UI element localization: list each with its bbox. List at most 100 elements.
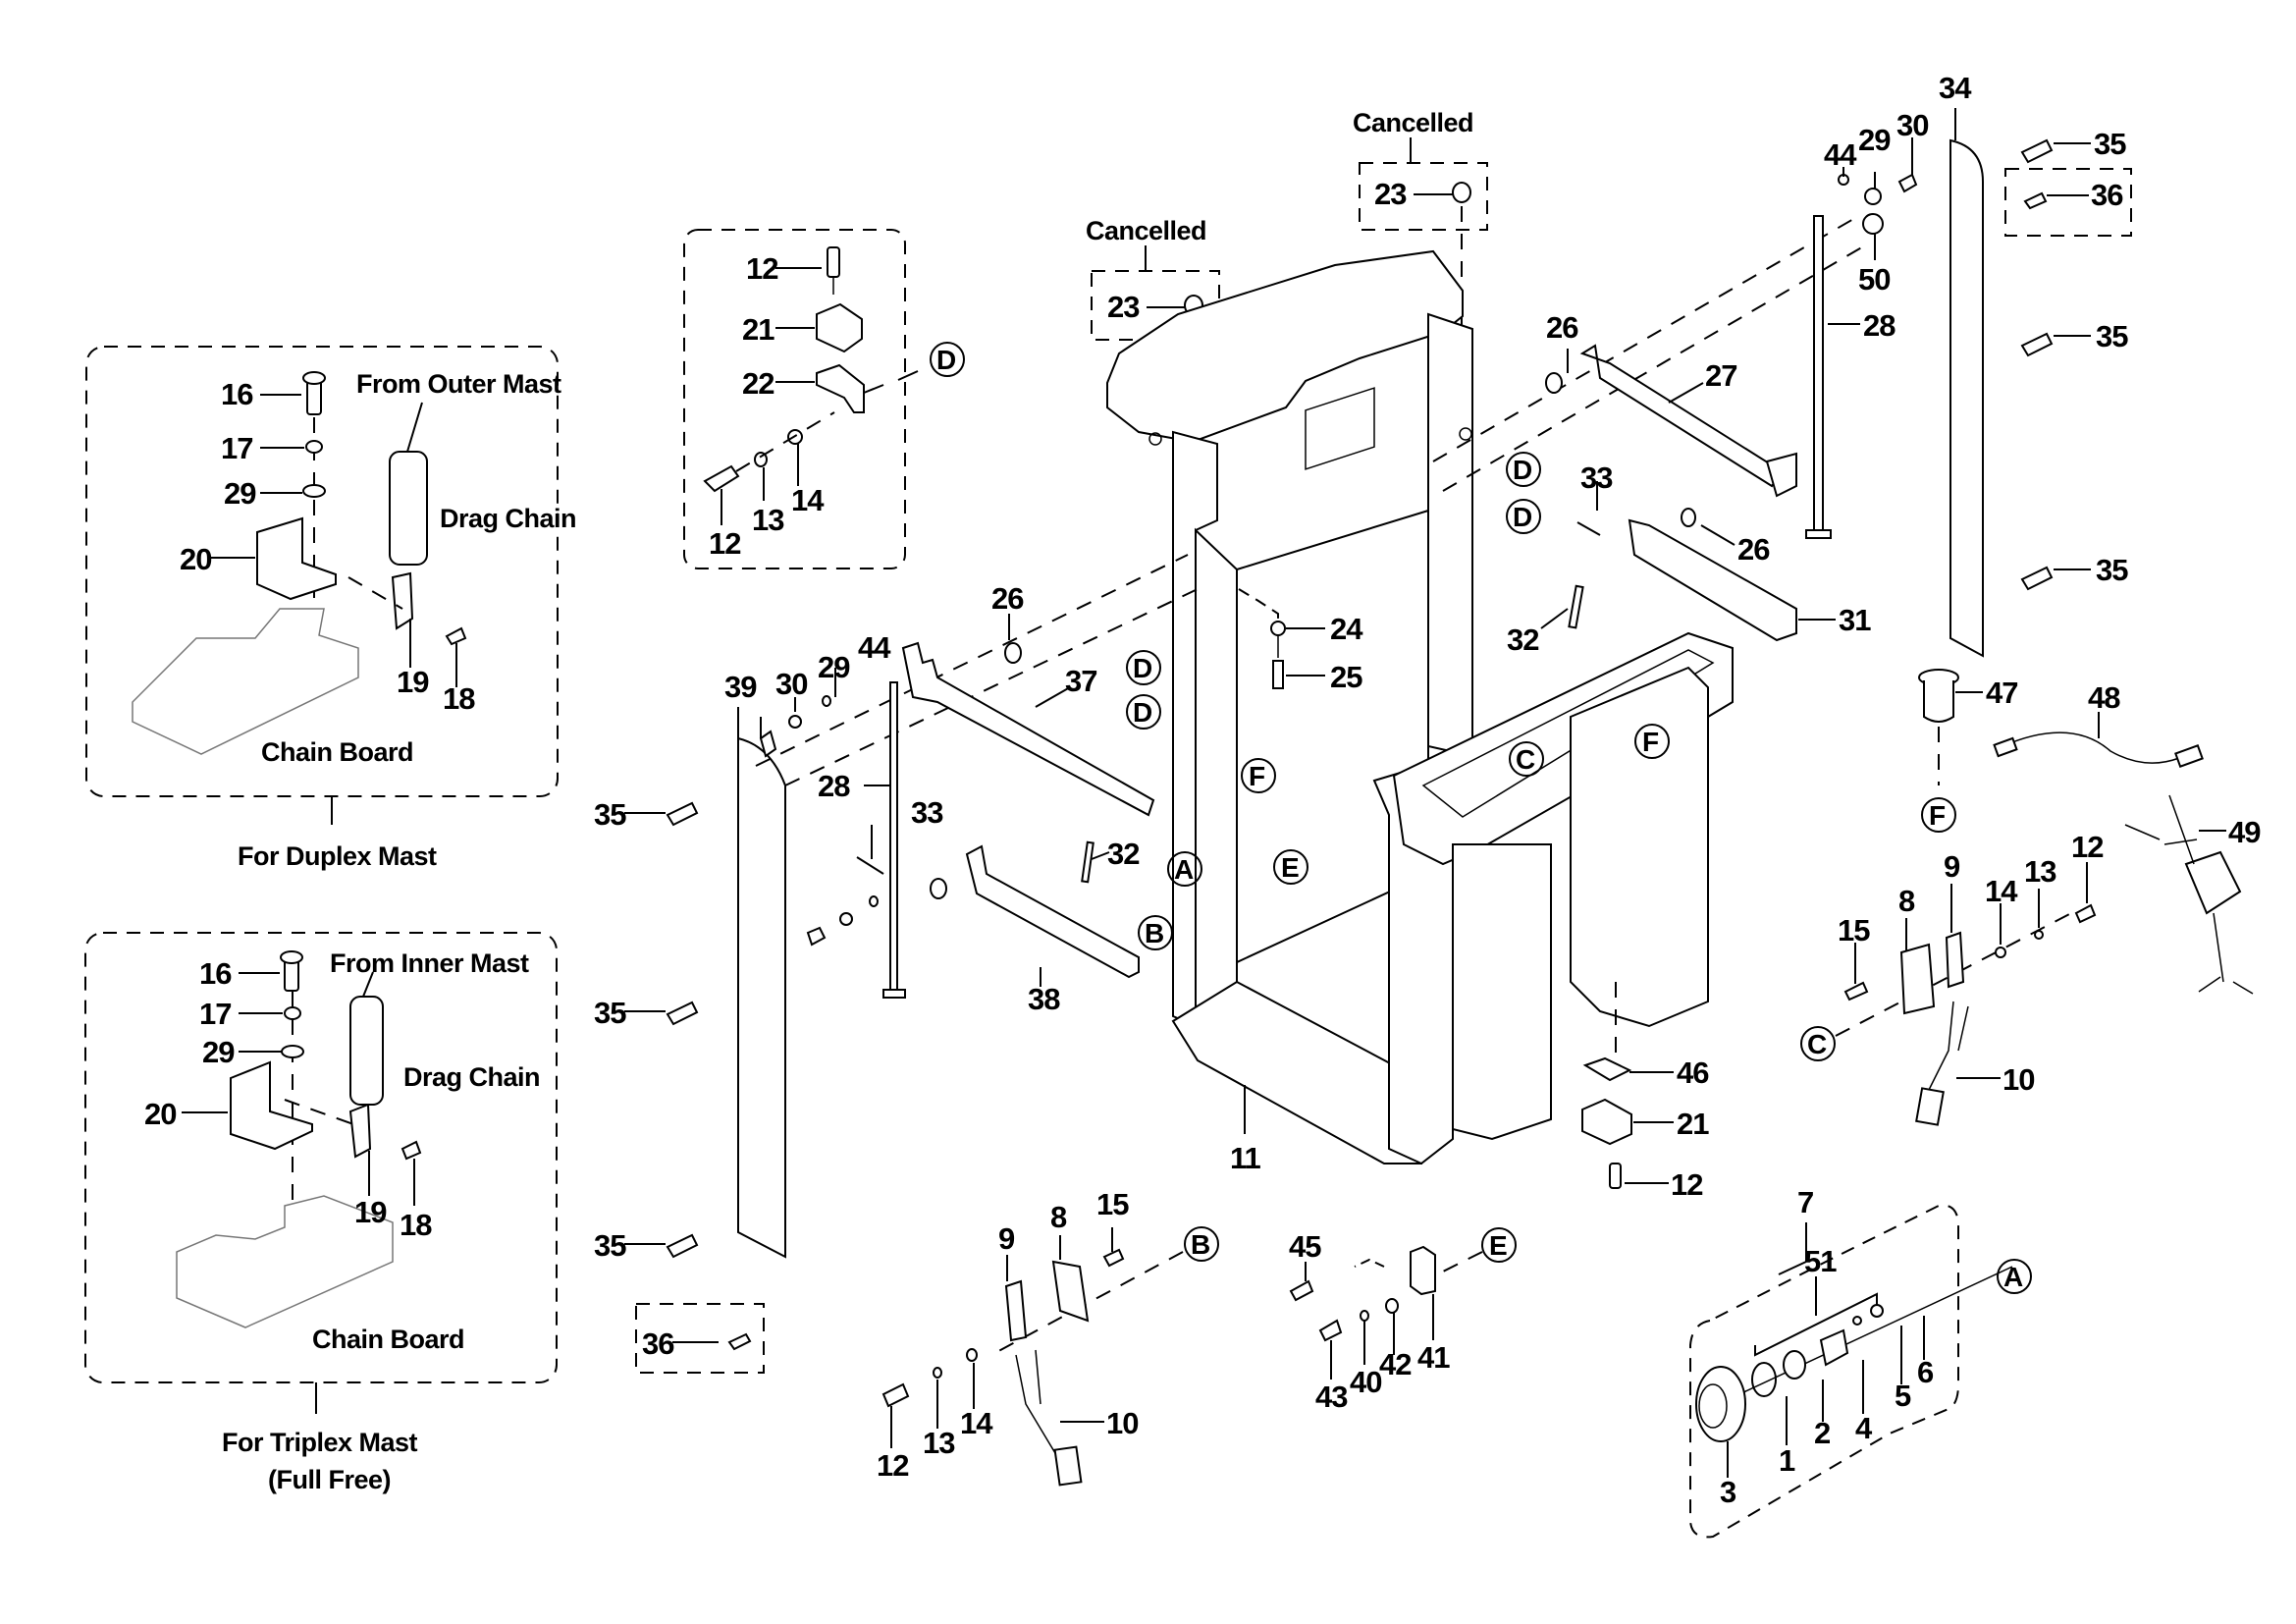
callout-35: 35 — [594, 996, 626, 1030]
callout-39: 39 — [724, 670, 757, 704]
frame-base — [1171, 980, 1422, 1164]
chain-board-label: Chain Board — [261, 737, 413, 767]
connector — [1993, 736, 2018, 758]
screw-head — [280, 950, 303, 964]
duplex-mast-detail: For Duplex Mast 16 17 29 20 19 18 From O… — [85, 346, 577, 871]
ref-circle-b — [1138, 915, 1173, 950]
bolt-30 — [806, 926, 827, 947]
callout-35: 35 — [594, 1228, 626, 1263]
bushing-26 — [1681, 508, 1696, 527]
callout-21: 21 — [742, 312, 774, 347]
callout-32: 32 — [1107, 837, 1139, 871]
callout-12: 12 — [709, 526, 740, 561]
ref-circle-c — [1800, 1026, 1836, 1061]
callout-29: 29 — [202, 1035, 235, 1069]
triplex-caption-line1: For Triplex Mast — [222, 1428, 418, 1457]
callout-32: 32 — [1507, 623, 1538, 657]
callout-15: 15 — [1096, 1187, 1129, 1221]
ref-marker-a: A — [2003, 1262, 2023, 1292]
leader-line — [897, 370, 919, 381]
callout-17: 17 — [221, 431, 252, 465]
main-frame-11: 11 — [1106, 206, 1734, 1175]
bushing-26 — [1545, 372, 1563, 394]
bottom-bracket-assembly-e: E 45 43 40 42 41 — [1289, 1227, 1517, 1414]
bracket-20 — [256, 516, 337, 601]
screw-12 — [827, 246, 840, 278]
callout-21: 21 — [1677, 1107, 1709, 1141]
frame-reference-markers: D D D D F A B E C F — [1126, 452, 1670, 950]
callout-23: 23 — [1107, 290, 1140, 324]
callout-20: 20 — [144, 1097, 176, 1131]
callout-20: 20 — [180, 542, 211, 576]
callout-38: 38 — [1028, 982, 1060, 1016]
ref-circle-b — [1184, 1226, 1219, 1262]
callout-14: 14 — [960, 1406, 993, 1440]
callout-41: 41 — [1417, 1340, 1450, 1375]
assembly-line — [1835, 912, 2072, 1037]
parts-46-21-12: 46 21 12 — [1581, 982, 1710, 1202]
bolt-35 — [2020, 332, 2054, 357]
frame-window — [1305, 387, 1375, 470]
ref-marker-b: B — [1145, 918, 1164, 948]
bolt-43 — [1318, 1319, 1343, 1342]
washer-40 — [1360, 1310, 1369, 1322]
callout-35: 35 — [594, 797, 626, 832]
assembly-line — [735, 411, 835, 472]
callout-33: 33 — [1580, 460, 1613, 495]
leader-line — [863, 384, 884, 394]
block-41 — [1410, 1245, 1436, 1296]
leader-line — [1778, 1261, 1807, 1275]
hub-4 — [1819, 1328, 1849, 1367]
gas-spring-32 — [1081, 840, 1095, 884]
left-arms: 30 29 44 26 37 28 33 32 38 — [755, 554, 1199, 1016]
washer-29 — [1864, 188, 1882, 205]
callout-13: 13 — [752, 503, 784, 537]
screw-12 — [1609, 1163, 1622, 1189]
callout-11: 11 — [1230, 1141, 1261, 1175]
callout-15: 15 — [1838, 913, 1870, 947]
assembly-line — [347, 576, 403, 610]
from-outer-mast-label: From Outer Mast — [356, 369, 561, 399]
washer-14 — [1995, 947, 2006, 958]
screw-18 — [400, 1140, 422, 1161]
ref-circle-d — [1126, 694, 1161, 730]
callout-42: 42 — [1379, 1347, 1411, 1381]
screw-18 — [445, 626, 467, 646]
roller-assembly-7: 7 51 A 3 1 2 4 5 6 — [1689, 1185, 2032, 1539]
callout-29: 29 — [1858, 123, 1891, 157]
side-plate-39 — [737, 736, 786, 1259]
upper-tray-inner — [1421, 649, 1715, 818]
cancelled-label: Cancelled — [1086, 216, 1206, 245]
ref-marker-d: D — [936, 345, 956, 375]
arm-31 — [1628, 518, 1797, 642]
leader-line — [1091, 851, 1110, 860]
callout-14: 14 — [1985, 874, 2018, 908]
callout-9: 9 — [1944, 849, 1960, 884]
callout-30: 30 — [1896, 108, 1928, 142]
rear-loop-1 — [1452, 843, 1552, 1141]
ref-circle-d — [930, 342, 965, 377]
screw-12 — [2074, 903, 2097, 924]
leader-line — [1668, 382, 1704, 404]
rear-loop-2 — [1570, 666, 1709, 1028]
connector — [2174, 744, 2204, 768]
bolt-25 — [1272, 660, 1284, 689]
frame-top-cap — [1106, 249, 1464, 444]
assembly-line — [1432, 1251, 1483, 1277]
callout-29: 29 — [818, 650, 850, 684]
callout-13: 13 — [2024, 854, 2056, 889]
side-plate-34 — [1949, 138, 1984, 658]
ref-marker-d: D — [1133, 697, 1152, 728]
ref-marker-e: E — [1281, 852, 1300, 883]
optional-bolt-frame — [635, 1303, 765, 1374]
bolt-35 — [2020, 138, 2054, 164]
bolt-36 — [727, 1332, 752, 1351]
screw-12 — [881, 1382, 910, 1408]
callout-35: 35 — [2094, 127, 2126, 161]
bolt-35 — [666, 1001, 699, 1026]
harness-10 — [1928, 1001, 1969, 1091]
detail-d-frame — [683, 229, 906, 569]
connector — [1915, 1087, 1945, 1126]
callout-18: 18 — [400, 1208, 432, 1242]
